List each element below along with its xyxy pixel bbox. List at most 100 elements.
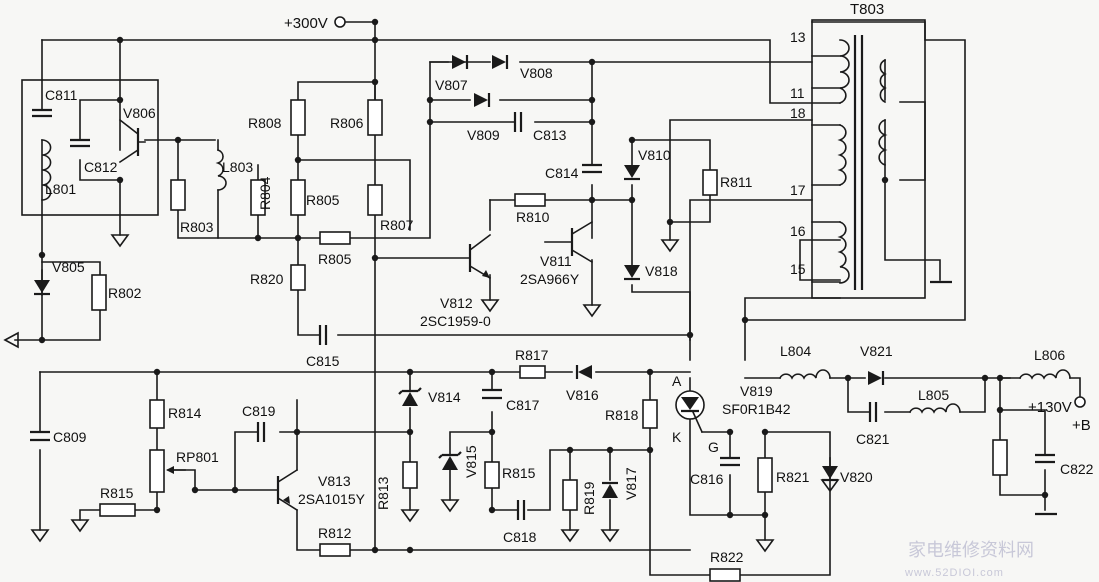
ground-icon (30, 529, 50, 543)
resistor-r821 (757, 457, 773, 493)
label-v814: V814 (428, 389, 461, 405)
label-r812: R812 (318, 525, 352, 541)
resistor-r813 (402, 461, 418, 489)
label-r814: R814 (168, 405, 202, 421)
thyristor-v819 (675, 390, 705, 434)
label-v805: V805 (52, 259, 85, 275)
label-c819: C819 (242, 403, 276, 419)
label-v811: V811 (540, 253, 572, 269)
transistor-v813 (276, 468, 299, 512)
zener-v814 (402, 392, 418, 406)
label-l806: L806 (1034, 347, 1065, 363)
label-v820: V820 (840, 469, 873, 485)
output-terminal-b (1074, 396, 1086, 408)
transistor-v806 (118, 118, 146, 164)
ground-icon (110, 234, 130, 248)
potentiometer-rp801 (149, 449, 165, 493)
capacitor-c814 (582, 163, 602, 174)
transistors (118, 118, 594, 512)
label-output-voltage: +130V (1028, 399, 1072, 416)
label-r802: R802 (108, 285, 142, 301)
label-r806: R806 (330, 115, 364, 131)
resistor-r802 (91, 274, 107, 311)
ground-icon (480, 299, 500, 313)
hot-ground-icon (3, 331, 19, 349)
ground-icon (600, 529, 620, 543)
diode-v818 (624, 265, 640, 278)
label-r807: R807 (380, 217, 414, 233)
label-r810: R810 (516, 209, 550, 225)
diode-v808 (492, 55, 506, 69)
grounds (3, 234, 1057, 553)
junction-dots (38, 18, 1049, 554)
ground-icon (820, 479, 840, 493)
diode-v820 (822, 466, 838, 479)
transistor-v811 (544, 220, 594, 264)
capacitor-c813 (513, 112, 523, 132)
label-r808: R808 (248, 115, 282, 131)
resistor-r812 (319, 543, 351, 557)
label-r822: R822 (710, 549, 744, 565)
label-v821: V821 (860, 343, 893, 359)
zener-v815 (442, 456, 458, 470)
label-r805-horizontal: R805 (318, 251, 352, 267)
label-v817: V817 (623, 467, 639, 500)
label-v813-part: 2SA1015Y (298, 491, 366, 507)
capacitor-c822 (1035, 453, 1055, 464)
label-c822: C822 (1060, 461, 1094, 477)
resistor-r806 (367, 99, 383, 136)
resistor-r808 (290, 99, 306, 136)
diode-v810 (624, 165, 640, 178)
resistor-r818 (642, 399, 658, 429)
label-r815-right: R815 (502, 465, 536, 481)
diode-v817 (602, 484, 618, 498)
transistor-v812 (468, 233, 492, 280)
label-r821: R821 (776, 469, 810, 485)
resistor-r822 (709, 568, 741, 582)
watermark: 家电维修资料网 www.52DIOI.com (904, 540, 1034, 579)
label-pin18: 18 (790, 105, 806, 121)
wiper-arrow-icon (166, 466, 174, 474)
resistor-output (992, 439, 1008, 476)
label-v818: V818 (645, 263, 678, 279)
inductor-l803 (215, 148, 227, 191)
label-v806: V806 (123, 105, 156, 121)
label-r805-vertical: R805 (306, 192, 340, 208)
label-v809: V809 (467, 127, 500, 143)
resistor-r814 (149, 399, 165, 429)
label-pin13: 13 (790, 29, 806, 45)
label-supply: +300V (284, 15, 328, 32)
resistor-r815-right (484, 461, 500, 489)
label-v816: V816 (566, 387, 599, 403)
label-v807: V807 (435, 77, 468, 93)
resistor-r811 (702, 169, 718, 196)
capacitor-c809 (30, 430, 50, 442)
label-r817: R817 (515, 347, 549, 363)
label-v812-part: 2SC1959-0 (420, 313, 491, 329)
inductor-l806 (1018, 369, 1071, 380)
label-c815: C815 (306, 353, 340, 369)
label-r820: R820 (250, 271, 284, 287)
diode-v821 (868, 371, 882, 385)
resistor-r810 (514, 193, 546, 207)
label-r818: R818 (605, 407, 639, 423)
component-labels: +300V T803 13 11 18 17 16 15 C811 V806 C… (45, 1, 1094, 565)
label-c811: C811 (45, 87, 78, 103)
resistor-r805-vertical (290, 179, 306, 216)
capacitor-c816 (720, 456, 740, 467)
label-cathode: K (672, 429, 682, 445)
label-v815: V815 (463, 445, 479, 478)
capacitor-c818 (516, 500, 526, 520)
capacitor-c811 (32, 108, 52, 118)
label-c814: C814 (545, 165, 579, 181)
resistor-r819 (562, 479, 578, 511)
supply-terminal-300v (334, 16, 346, 28)
ground-icon (660, 239, 680, 253)
transformer-t803 (811, 19, 926, 299)
label-v810: V810 (638, 147, 671, 163)
capacitor-c821 (868, 402, 878, 422)
ground-icon (755, 539, 775, 553)
label-v819-part: SF0R1B42 (722, 401, 791, 417)
